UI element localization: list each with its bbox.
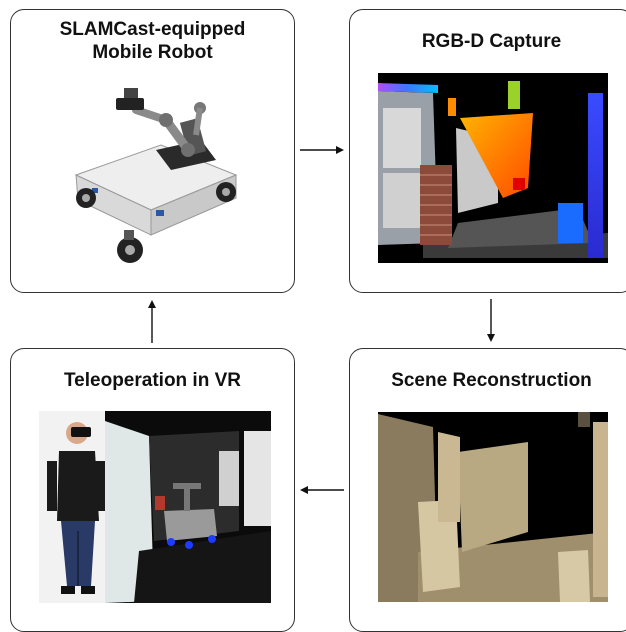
panel-robot-title-line2: Mobile Robot (92, 42, 213, 63)
panel-capture-title: RGB-D Capture (421, 31, 562, 52)
panel-robot-title-line1: SLAMCast-equipped (59, 19, 246, 40)
panel-capture: RGB-D Capture (349, 9, 626, 293)
panel-teleop-title: Teleoperation in VR (63, 370, 241, 391)
arrow-teleop-to-robot (145, 297, 159, 345)
panel-robot-title: SLAMCast-equipped Mobile Robot (11, 18, 294, 64)
panel-robot: SLAMCast-equipped Mobile Robot (10, 9, 295, 293)
reconstructed-scene-render (378, 412, 608, 602)
arrow-reconstruction-to-teleop (298, 483, 346, 497)
arrow-capture-to-reconstruction (484, 297, 498, 345)
panel-reconstruction: Scene Reconstruction (349, 348, 626, 632)
panel-reconstruction-title: Scene Reconstruction (391, 370, 592, 391)
mobile-robot-image (66, 80, 246, 270)
rgbd-depth-image (378, 73, 608, 263)
panel-teleop: Teleoperation in VR (10, 348, 295, 632)
arrow-robot-to-capture (298, 143, 346, 157)
vr-user-and-virtual-scene (39, 411, 271, 603)
